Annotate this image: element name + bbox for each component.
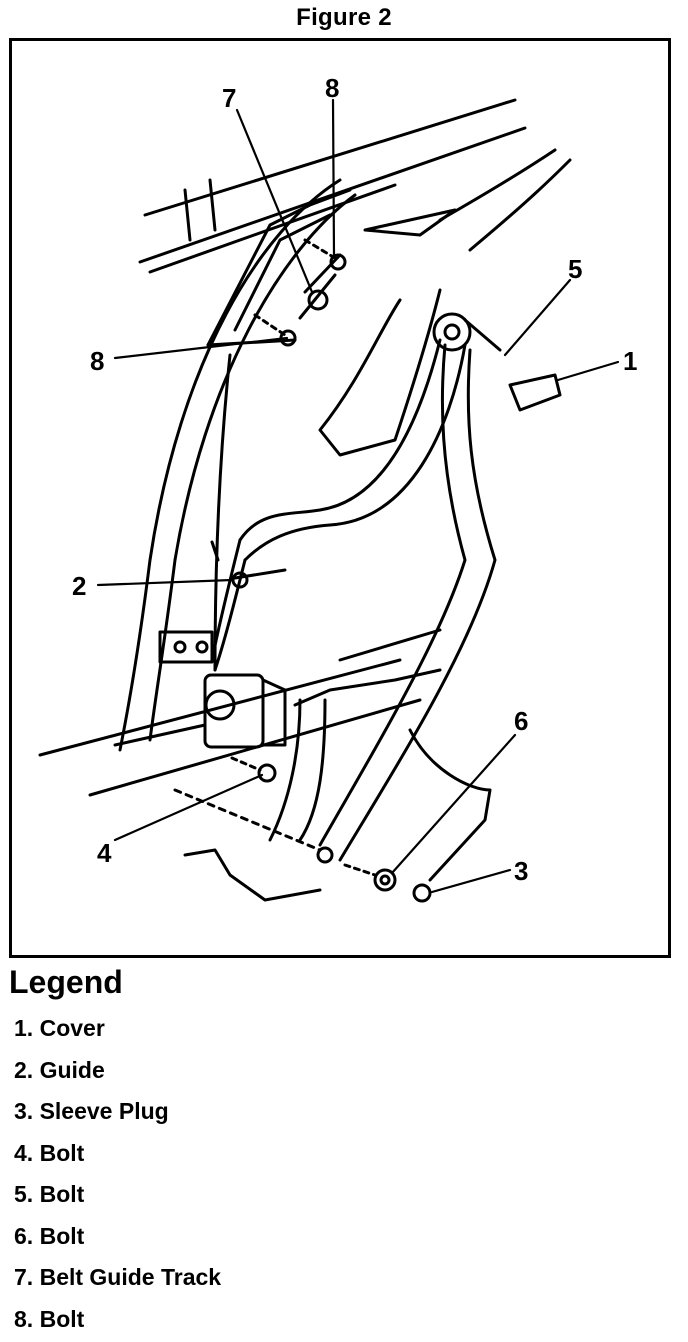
legend-label: Guide	[40, 1057, 105, 1083]
callout-2: 2	[72, 571, 86, 601]
legend-number: 3.	[14, 1098, 33, 1124]
legend-number: 4.	[14, 1140, 33, 1166]
callout-5: 5	[568, 254, 582, 284]
legend-label: Bolt	[40, 1181, 85, 1207]
legend-label: Bolt	[40, 1140, 85, 1166]
legend-label: Cover	[40, 1015, 105, 1041]
legend-number: 5.	[14, 1181, 33, 1207]
legend-item: 2. Guide	[14, 1052, 221, 1094]
floor-line	[40, 660, 420, 795]
shoulder-belt	[212, 340, 465, 670]
callout-7: 7	[222, 83, 236, 113]
legend-number: 2.	[14, 1057, 33, 1083]
callout-6: 6	[514, 706, 528, 736]
legend-label: Sleeve Plug	[40, 1098, 169, 1124]
legend-number: 8.	[14, 1306, 33, 1332]
cover	[510, 375, 560, 410]
callout-4: 4	[97, 838, 112, 868]
lower-anchor	[175, 758, 430, 901]
legend-number: 7.	[14, 1264, 33, 1290]
pillar-bracket	[160, 632, 212, 662]
legend-label: Bolt	[40, 1223, 85, 1249]
seat	[185, 630, 490, 900]
callout-1: 1	[623, 346, 637, 376]
pillar-trim	[320, 150, 570, 455]
legend-number: 1.	[14, 1015, 33, 1041]
legend-number: 6.	[14, 1223, 33, 1249]
retractor	[205, 675, 285, 747]
legend-list: 1. Cover 2. Guide 3. Sleeve Plug 4. Bolt…	[14, 1010, 221, 1342]
legend-item: 7. Belt Guide Track	[14, 1259, 221, 1301]
legend-item: 8. Bolt	[14, 1301, 221, 1342]
pillar-outline	[120, 180, 355, 750]
legend-label: Bolt	[40, 1306, 85, 1332]
legend-heading: Legend	[9, 964, 123, 1001]
lap-belt	[320, 345, 495, 860]
legend-item: 3. Sleeve Plug	[14, 1093, 221, 1135]
legend-item: 1. Cover	[14, 1010, 221, 1052]
callout-8-left: 8	[90, 346, 104, 376]
callout-8-top: 8	[325, 73, 339, 103]
legend-item: 5. Bolt	[14, 1176, 221, 1218]
legend-item: 4. Bolt	[14, 1135, 221, 1177]
callout-3: 3	[514, 856, 528, 886]
seat-belt-diagram: 7 8 8 5 1 2 4 6 3	[0, 0, 688, 960]
legend-label: Belt Guide Track	[40, 1264, 222, 1290]
legend-item: 6. Bolt	[14, 1218, 221, 1260]
